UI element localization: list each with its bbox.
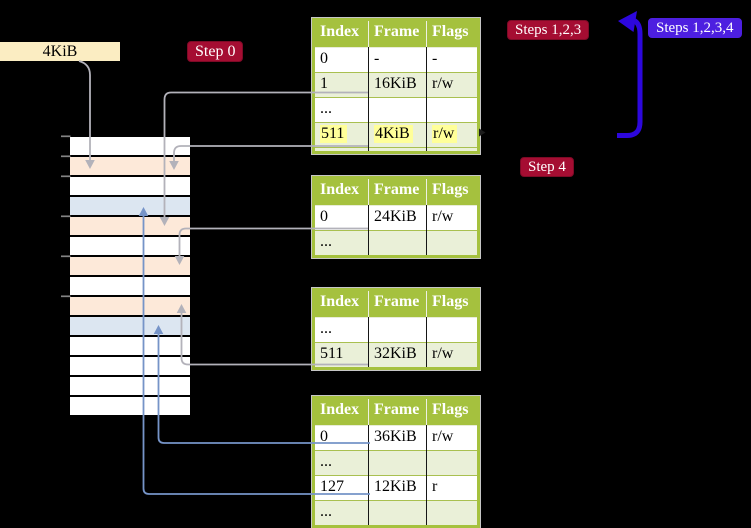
- table-cell: 12KiB: [368, 475, 426, 500]
- table-cell: 24KiB: [368, 205, 426, 230]
- memory-frame-row: [70, 337, 190, 355]
- table-cell: ...: [320, 320, 332, 337]
- table-cell: r/w: [426, 72, 477, 97]
- table-cell: r/w: [426, 205, 477, 230]
- table-cell: -: [426, 47, 477, 72]
- table-cell: 32KiB: [368, 342, 426, 367]
- table-cell: ...: [320, 453, 332, 470]
- column-header: Frame: [368, 179, 426, 205]
- table-cell: [368, 450, 426, 475]
- table-cell: 511: [320, 345, 344, 362]
- table-row: [315, 147, 477, 151]
- free-frame-box: 4KiB: [0, 42, 120, 61]
- steps-1234-label: Steps 1,2,3,4: [648, 18, 742, 38]
- table-cell: ...: [320, 503, 332, 520]
- table-cell: [368, 97, 426, 122]
- table-row: ...: [315, 230, 477, 255]
- table-cell: 0: [320, 428, 328, 445]
- table-cell: [426, 97, 477, 122]
- table-row: ...: [315, 317, 477, 342]
- memory-frame-row: [70, 197, 190, 215]
- table-cell: r/w: [426, 425, 477, 450]
- column-header: Index: [320, 23, 360, 40]
- memory-frame-row: [70, 357, 190, 375]
- column-header: Index: [320, 293, 360, 310]
- column-header: Flags: [426, 399, 477, 425]
- memory-frame-row: [70, 157, 190, 175]
- table-cell: r/w: [426, 342, 477, 367]
- table-cell: [426, 500, 477, 525]
- table-cell: 36KiB: [368, 425, 426, 450]
- memory-frame-row: [70, 297, 190, 315]
- table-cell: r: [426, 475, 477, 500]
- table-cell: [368, 317, 426, 342]
- table-cell: -: [368, 47, 426, 72]
- column-header: Flags: [426, 291, 477, 317]
- table-cell: [368, 500, 426, 525]
- table-cell: [426, 317, 477, 342]
- column-header: Index: [320, 401, 360, 418]
- step-4-label: Step 4: [520, 157, 574, 177]
- column-header: Index: [320, 181, 360, 198]
- table-cell: [426, 230, 477, 255]
- steps-123-label: Steps 1,2,3: [507, 20, 590, 40]
- column-header: Frame: [368, 291, 426, 317]
- memory-frame-row: [70, 377, 190, 395]
- table-cell: 0: [320, 208, 328, 225]
- table-cell: [315, 147, 368, 151]
- table-row: ...: [315, 97, 477, 122]
- table-row: ...: [315, 500, 477, 525]
- column-header: Flags: [426, 21, 477, 47]
- table-cell: r/w: [426, 122, 477, 147]
- column-header: Frame: [368, 21, 426, 47]
- column-header: Flags: [426, 179, 477, 205]
- table-cell: 0: [320, 50, 328, 67]
- table-cell: 16KiB: [368, 72, 426, 97]
- table-cell: [368, 147, 426, 151]
- table-cell: [426, 147, 477, 151]
- memory-frame-row: [70, 237, 190, 255]
- memory-frame-row: [70, 177, 190, 195]
- table-cell: 127: [320, 478, 344, 495]
- table-cell: ...: [320, 233, 332, 250]
- memory-frame-row: [70, 277, 190, 295]
- step-0-label: Step 0: [187, 41, 244, 62]
- physical-memory-column: [70, 137, 190, 417]
- table-cell: 4KiB: [368, 122, 426, 147]
- arrow-steps-loop: [617, 11, 643, 138]
- table-cell: [368, 230, 426, 255]
- table-row: ...: [315, 450, 477, 475]
- memory-frame-row: [70, 317, 190, 335]
- table-row: 0 --: [315, 47, 477, 72]
- memory-frame-row: [70, 217, 190, 235]
- memory-frame-row: [70, 397, 190, 415]
- column-header: Frame: [368, 399, 426, 425]
- memory-frame-row: [70, 137, 190, 155]
- table-cell: 511: [315, 122, 368, 147]
- table-cell: 1: [320, 75, 328, 92]
- table-cell: [426, 450, 477, 475]
- table-cell: ...: [320, 100, 332, 117]
- memory-frame-row: [70, 257, 190, 275]
